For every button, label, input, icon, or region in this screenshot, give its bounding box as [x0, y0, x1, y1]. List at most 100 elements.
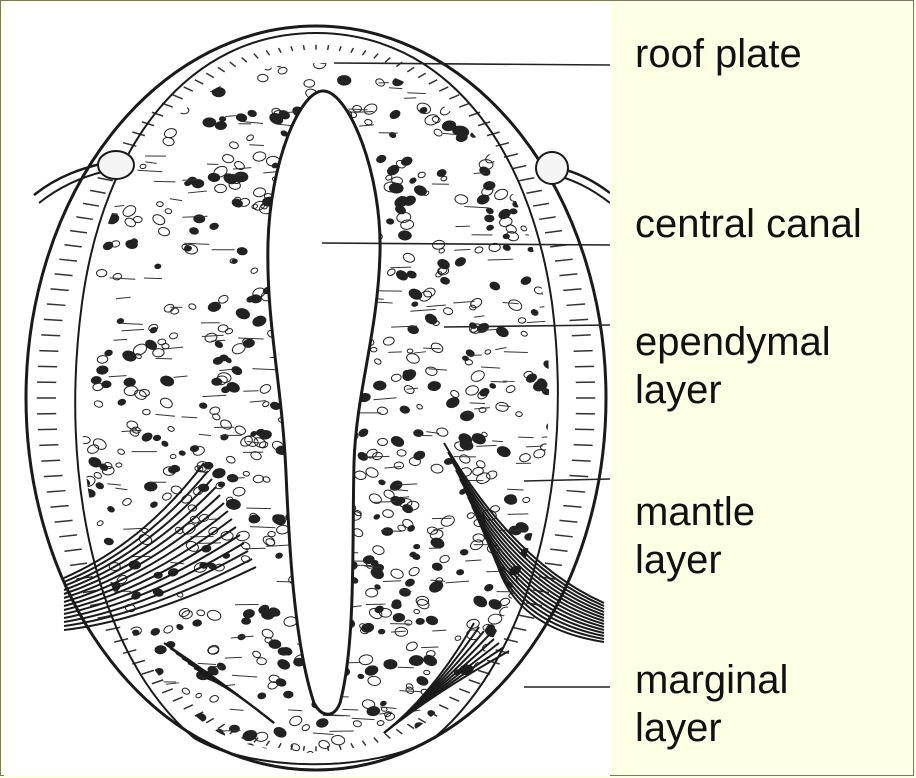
- cell-dot: [217, 752, 224, 757]
- cell-dot: [374, 381, 386, 390]
- label-mantle-layer: mantle layer: [635, 488, 755, 584]
- cell-dot: [514, 698, 522, 704]
- cell-streak: [364, 456, 389, 457]
- cell-dot: [99, 663, 109, 671]
- cell-dot: [386, 219, 394, 225]
- cell-streak: [510, 99, 520, 100]
- cell-dot: [495, 83, 508, 95]
- hatch-stroke: [572, 335, 591, 336]
- cell-dot: [460, 549, 468, 555]
- cell-streak: [526, 446, 543, 447]
- cell-dot: [126, 83, 133, 88]
- cell-dot: [219, 117, 225, 122]
- cell-dot: [101, 52, 116, 66]
- label-marginal-layer: marginal layer: [635, 656, 788, 752]
- cell-dot: [507, 55, 523, 69]
- cell-streak: [101, 693, 117, 694]
- cell-streak: [388, 352, 401, 353]
- cell-dot: [491, 699, 505, 709]
- cell-dot: [511, 68, 527, 82]
- label-ependymal-line2: layer: [635, 366, 831, 414]
- cell-dot: [142, 723, 151, 732]
- cell-dot: [487, 625, 495, 631]
- cell-dot: [514, 84, 528, 97]
- cell-dot: [522, 722, 535, 734]
- cell-dot: [155, 646, 166, 654]
- cell-dot: [514, 749, 525, 757]
- cell-dot: [378, 629, 385, 634]
- cell-dot: [550, 751, 558, 757]
- cell-dot: [500, 714, 512, 725]
- cell-streak: [525, 135, 547, 136]
- cell-dot: [384, 660, 397, 669]
- cell-dot: [465, 65, 480, 77]
- cell-dot: [256, 429, 265, 436]
- hatch-stroke: [574, 351, 593, 352]
- cell-dot: [184, 181, 191, 186]
- label-mantle-line2: layer: [635, 536, 755, 584]
- cell-streak: [154, 181, 175, 182]
- cell-streak: [391, 267, 412, 268]
- cell-streak: [144, 278, 162, 279]
- cell-dot: [175, 731, 187, 740]
- cell-dot: [524, 733, 531, 739]
- cell-dot: [476, 79, 489, 89]
- label-marginal-line1: marginal: [635, 656, 788, 704]
- label-central-canal: central canal: [635, 200, 862, 248]
- cell-dot: [525, 89, 538, 100]
- cell-dot: [284, 691, 293, 698]
- spinal-cord-illustration: [4, 3, 610, 776]
- cell-streak: [100, 100, 120, 101]
- cell-dot: [237, 247, 248, 255]
- cell-dot: [79, 728, 94, 741]
- hatch-stroke: [574, 445, 593, 446]
- cell-dot: [150, 750, 162, 759]
- cell-dot: [532, 673, 546, 685]
- cell-dot: [496, 64, 503, 71]
- hatch-stroke: [569, 319, 588, 320]
- cell-dot: [403, 370, 412, 377]
- label-roof-plate-text: roof plate: [635, 30, 802, 78]
- cell-dot: [234, 172, 248, 182]
- cell-dot: [86, 98, 96, 106]
- cell-streak: [528, 142, 549, 143]
- cell-dot: [373, 564, 384, 572]
- hatch-stroke: [44, 319, 63, 320]
- cell-dot: [269, 639, 282, 648]
- label-ependymal-layer: ependymal layer: [635, 318, 831, 414]
- cell-dot: [95, 113, 102, 118]
- cell-dot: [101, 381, 111, 388]
- cell-dot: [107, 693, 122, 706]
- cell-dot: [150, 67, 162, 77]
- cell-streak: [156, 358, 173, 359]
- cell-dot: [145, 738, 153, 743]
- label-ependymal-line1: ependymal: [635, 318, 831, 366]
- cell-dot: [537, 704, 554, 719]
- cell-dot: [416, 618, 424, 624]
- cell-dot: [81, 58, 92, 67]
- cell-dot: [392, 602, 402, 609]
- cell-dot: [121, 746, 136, 759]
- label-mantle-line1: mantle: [635, 488, 755, 536]
- cell-streak: [492, 441, 503, 442]
- cell-dot: [190, 445, 199, 452]
- cell-dot: [242, 618, 251, 624]
- cell-streak: [107, 732, 131, 733]
- cell-dot: [544, 140, 557, 151]
- cell-dot: [199, 402, 207, 408]
- cell-dot: [86, 750, 94, 756]
- cell-dot: [522, 96, 530, 102]
- cell-dot: [512, 682, 528, 695]
- cell-dot: [530, 70, 543, 81]
- cell-dot: [90, 96, 103, 106]
- hatch-stroke: [328, 746, 329, 751]
- cell-dot: [393, 613, 405, 622]
- cell-dot: [457, 52, 471, 64]
- cell-dot: [530, 122, 544, 134]
- hatch-stroke: [39, 445, 58, 446]
- hatch-stroke: [303, 746, 304, 751]
- cell-dot: [537, 378, 545, 384]
- cell-dot: [510, 209, 517, 215]
- cell-dot: [477, 707, 492, 719]
- cell-dot: [526, 723, 533, 729]
